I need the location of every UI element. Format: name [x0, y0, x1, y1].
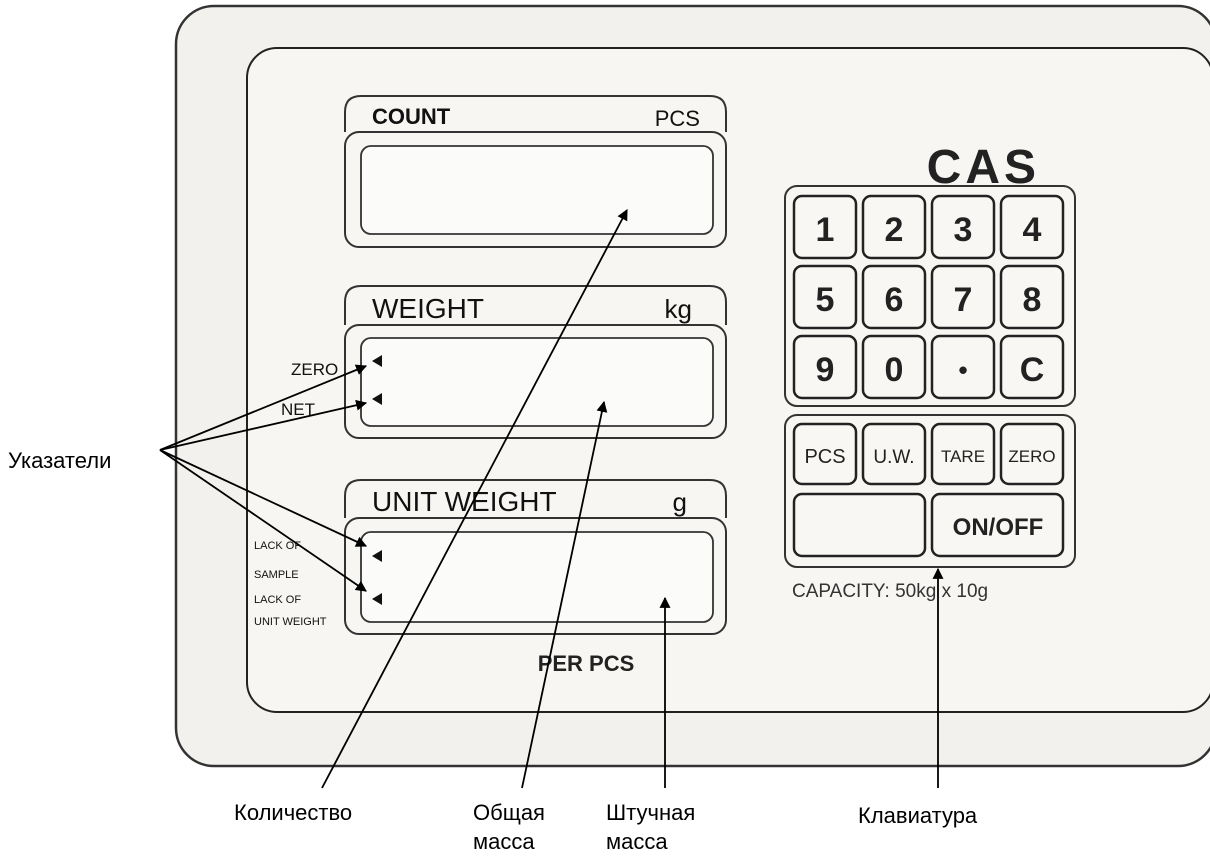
capacity-label: CAPACITY: 50kg x 10g: [792, 581, 988, 602]
indicators-leader-lack-sample: [159, 449, 367, 547]
on-off-button-label: ON/OFF: [953, 514, 1044, 541]
key-7-label: 7: [954, 281, 973, 319]
unit-weight-display: UNIT WEIGHT g PER PCS: [344, 479, 727, 676]
unit-weight-button-label: U.W.: [873, 447, 914, 468]
callout-lines: [159, 209, 944, 789]
tare-button-label: TARE: [941, 447, 985, 466]
key-6[interactable]: 6: [861, 264, 927, 330]
key-7[interactable]: 7: [930, 264, 996, 330]
tare-button[interactable]: TARE: [930, 422, 996, 486]
indicators-leader-lack-unit: [159, 449, 367, 592]
weight-unit: kg: [665, 294, 692, 324]
key-4-label: 4: [1023, 211, 1042, 249]
callout-indicators: Указатели: [8, 448, 112, 473]
zero-button[interactable]: ZERO: [999, 422, 1065, 486]
unit-weight-readout: [360, 531, 714, 623]
unit-weight-button[interactable]: U.W.: [861, 422, 927, 486]
lack-sample-label-1: LACK OF: [254, 540, 301, 552]
total-mass-leader: [521, 400, 608, 789]
key-2[interactable]: 2: [861, 194, 927, 260]
key-4[interactable]: 4: [999, 194, 1065, 260]
key-8[interactable]: 8: [999, 264, 1065, 330]
zero-button-label: ZERO: [1008, 447, 1055, 466]
net-indicator-arrow: [372, 393, 382, 405]
net-indicator-label: NET: [281, 400, 315, 419]
key-6-label: 6: [885, 281, 904, 319]
lack-sample-label-2: SAMPLE: [254, 569, 299, 581]
key-9[interactable]: 9: [792, 334, 858, 400]
key-decimal-label: •: [958, 355, 967, 385]
callout-keyboard: Клавиатура: [858, 803, 978, 828]
callout-total-mass-line2: масса: [473, 829, 535, 854]
lack-unit-weight-label-1: LACK OF: [254, 594, 301, 606]
blank-button[interactable]: [792, 492, 927, 558]
count-readout: [360, 145, 714, 235]
unit-weight-title: UNIT WEIGHT: [372, 486, 557, 517]
key-0[interactable]: 0: [861, 334, 927, 400]
callout-count: Количество: [234, 800, 353, 825]
numeric-keypad-frame: [784, 185, 1076, 407]
key-1-label: 1: [816, 211, 835, 249]
callout-unit-mass-line1: Штучная: [606, 800, 696, 825]
pcs-button[interactable]: PCS: [792, 422, 858, 486]
key-1[interactable]: 1: [792, 194, 858, 260]
weight-title: WEIGHT: [372, 293, 484, 324]
function-keypad-frame: [784, 414, 1076, 568]
numeric-keypad: 1 2 3 4 5 6 7 8 9 0 • C: [792, 194, 1065, 400]
key-decimal[interactable]: •: [930, 334, 996, 400]
key-5[interactable]: 5: [792, 264, 858, 330]
pcs-button-label: PCS: [804, 446, 845, 468]
key-9-label: 9: [816, 351, 835, 389]
count-leader: [321, 209, 628, 789]
callout-unit-mass-line2: масса: [606, 829, 668, 854]
key-5-label: 5: [816, 281, 835, 319]
function-keypad: PCS U.W. TARE ZERO ON/OFF: [792, 422, 1065, 558]
key-2-label: 2: [885, 211, 904, 249]
zero-indicator-arrow: [372, 355, 382, 367]
indicators-leader-net: [159, 399, 368, 451]
key-clear-label: C: [1020, 351, 1045, 389]
count-title: COUNT: [372, 104, 451, 129]
indicators-leader-zero: [159, 364, 368, 451]
key-clear[interactable]: C: [999, 334, 1065, 400]
key-3[interactable]: 3: [930, 194, 996, 260]
per-pcs-label: PER PCS: [538, 651, 635, 676]
count-unit: PCS: [655, 106, 700, 131]
callout-total-mass-line1: Общая: [473, 800, 545, 825]
on-off-button[interactable]: ON/OFF: [930, 492, 1065, 558]
unit-weight-unit: g: [673, 487, 687, 517]
key-0-label: 0: [885, 351, 904, 389]
lack-sample-indicator-arrow: [372, 550, 382, 562]
zero-indicator-label: ZERO: [291, 360, 338, 379]
key-8-label: 8: [1023, 281, 1042, 319]
key-3-label: 3: [954, 211, 973, 249]
lack-unit-weight-indicator-arrow: [372, 593, 382, 605]
lack-unit-weight-label-2: UNIT WEIGHT: [254, 616, 327, 628]
